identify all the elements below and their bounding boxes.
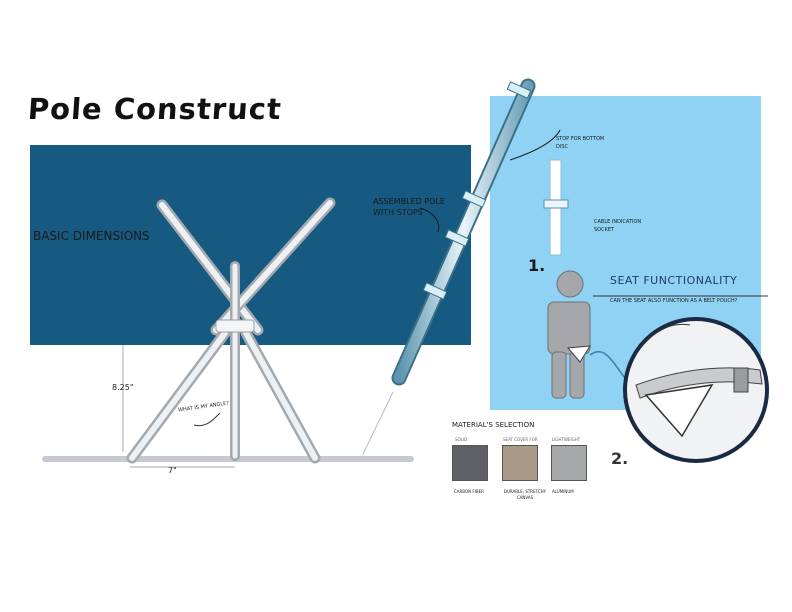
stop-bottom-line-2: disc <box>556 144 568 150</box>
assembled-pole-line-1: Assembled Pole <box>373 197 445 206</box>
label-seat-functionality: Seat Functionality <box>610 274 738 287</box>
label-stop-bottom: Stop for bottom disc <box>556 135 604 151</box>
person-figure <box>547 270 591 399</box>
stop-bottom-line-1: Stop for bottom <box>556 136 605 142</box>
assembled-pole-line-2: with stops <box>373 208 423 217</box>
pole-stop-detail <box>543 159 569 256</box>
material-aluminum: Lightweight Aluminum <box>548 437 587 494</box>
swatch-carbon-fiber <box>452 445 488 481</box>
material-canvas-bottom: Durable, stretchy canvas <box>503 489 547 500</box>
material-carbon-top: Solid <box>455 437 468 442</box>
swatch-canvas <box>502 445 538 481</box>
assembled-pole <box>391 78 536 386</box>
material-aluminum-top: Lightweight <box>552 437 581 442</box>
cable-line-1: Cable indication <box>594 219 642 225</box>
label-width: 7" <box>168 466 177 475</box>
label-assembled-pole: Assembled Pole with stops <box>373 196 445 218</box>
ground-line <box>42 456 414 462</box>
label-step-1: 1. <box>528 256 546 275</box>
pouch-detail <box>623 317 769 463</box>
pole-leader <box>419 207 440 233</box>
label-step-2: 2. <box>611 449 629 468</box>
material-carbon-bottom: Carbon Fiber <box>454 489 484 494</box>
material-canvas: Seat cover for Durable, stretchy canvas <box>497 437 551 501</box>
detail-leader <box>641 323 691 344</box>
label-seat-question: Can the seat also function as a belt pou… <box>610 298 738 304</box>
label-cable: Cable indication socket <box>594 218 641 234</box>
label-height: 8.25" <box>112 383 134 392</box>
label-basic-dimensions: Basic Dimensions <box>33 229 150 243</box>
material-carbon: Solid Carbon Fiber <box>447 437 488 494</box>
cable-line-2: socket <box>594 227 615 233</box>
stop-leader <box>509 129 561 161</box>
material-canvas-top: Seat cover for <box>503 437 538 442</box>
material-aluminum-bottom: Aluminum <box>552 489 574 494</box>
tripod-hub <box>215 319 255 333</box>
swatch-aluminum <box>551 445 587 481</box>
belt-pouch <box>566 345 591 363</box>
pole-pointer <box>362 391 394 455</box>
materials-heading: Material's Selection <box>452 421 535 429</box>
tripod <box>126 197 336 464</box>
angle-arrow <box>193 412 221 427</box>
